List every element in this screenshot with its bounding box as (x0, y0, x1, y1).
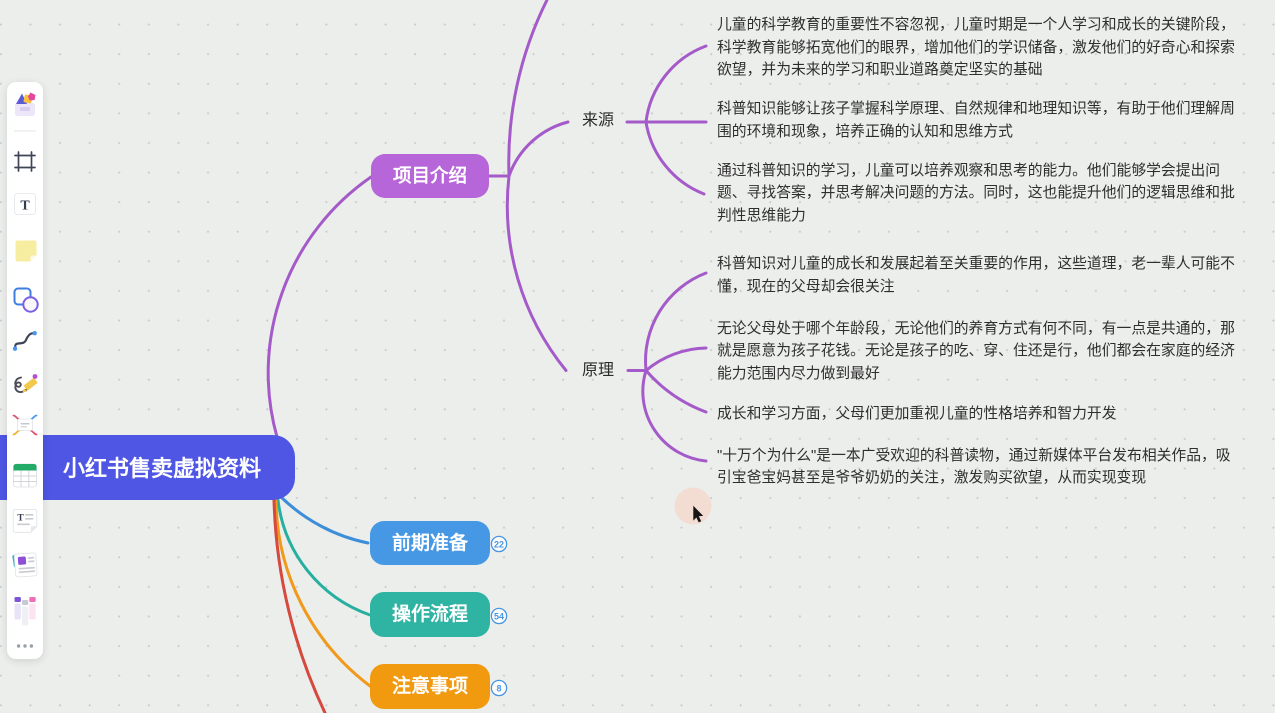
svg-text:54: 54 (494, 612, 504, 622)
svg-text:T: T (20, 199, 30, 214)
svg-text:22: 22 (494, 540, 504, 550)
svg-text:T: T (17, 514, 24, 524)
svg-text:8: 8 (496, 684, 501, 694)
